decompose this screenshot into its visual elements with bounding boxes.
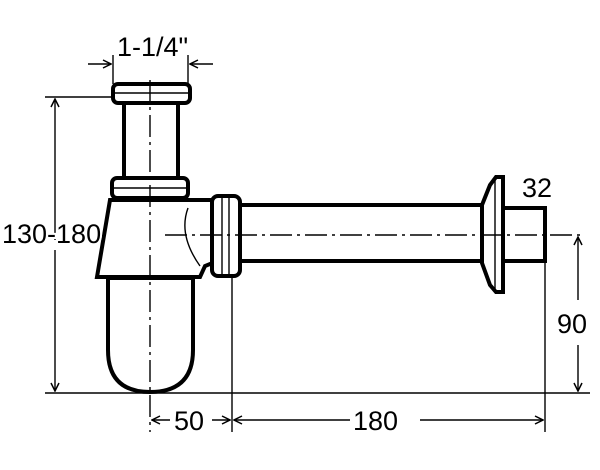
trap-body <box>94 198 217 395</box>
offset-label: 50 <box>174 406 204 436</box>
outlet-pipe <box>236 203 484 263</box>
inlet-tube <box>110 82 192 200</box>
extension-lines <box>45 55 590 432</box>
outlet-nut <box>210 194 242 278</box>
length-label: 180 <box>353 406 398 436</box>
inlet-size-label: 1-1/4" <box>117 32 188 62</box>
outlet-height-label: 90 <box>557 309 587 339</box>
outlet-size-label: 32 <box>522 173 552 203</box>
height-range-label: 130-180 <box>2 219 101 249</box>
